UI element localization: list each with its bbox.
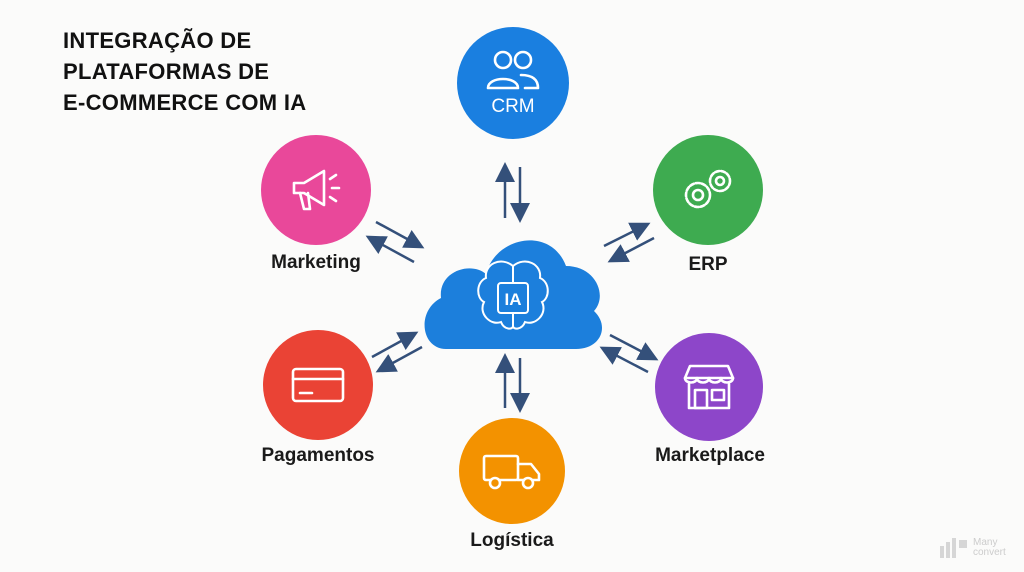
title-line: INTEGRAÇÃO DE <box>63 28 252 53</box>
logistica-label: Logística <box>470 530 554 551</box>
erp-label: ERP <box>688 254 728 275</box>
arrow-to-marketplace <box>609 333 659 361</box>
crm-label: CRM <box>491 96 535 117</box>
arrow-from-erp <box>607 236 655 263</box>
manyconvert-logo-icon <box>940 538 967 558</box>
pagamentos-label: Pagamentos <box>261 445 375 466</box>
users-icon <box>486 50 540 90</box>
ia-cloud: IA <box>424 240 603 349</box>
brain-icon <box>477 260 549 330</box>
credit-card-icon <box>291 367 345 403</box>
logistica-node[interactable] <box>459 418 565 524</box>
pagamentos-node[interactable] <box>263 330 373 440</box>
marketing-label: Marketing <box>271 252 361 273</box>
watermark-line: convert <box>973 547 1006 558</box>
crm-node[interactable]: CRM <box>457 27 569 139</box>
marketplace-node[interactable] <box>655 333 763 441</box>
arrow-from-marketplace <box>599 346 649 374</box>
erp-node[interactable] <box>653 135 763 245</box>
gears-icon <box>684 169 732 209</box>
marketing-node[interactable] <box>261 135 371 245</box>
title-line: PLATAFORMAS DE <box>63 59 270 84</box>
marketplace-label: Marketplace <box>655 445 765 466</box>
arrow-to-erp <box>603 222 651 248</box>
page-title: INTEGRAÇÃO DE PLATAFORMAS DE E-COMMERCE … <box>63 25 306 118</box>
watermark-line: Many <box>973 537 998 548</box>
store-icon <box>683 364 735 410</box>
arrow-from-marketing <box>375 220 425 249</box>
arrow-to-marketing <box>365 235 415 264</box>
ia-label: IA <box>505 290 522 309</box>
truck-icon <box>482 454 541 490</box>
title-line: E-COMMERCE COM IA <box>63 90 307 115</box>
arrow-to-pagamentos <box>375 345 423 373</box>
megaphone-icon <box>292 169 341 211</box>
arrow-from-pagamentos <box>371 331 419 359</box>
